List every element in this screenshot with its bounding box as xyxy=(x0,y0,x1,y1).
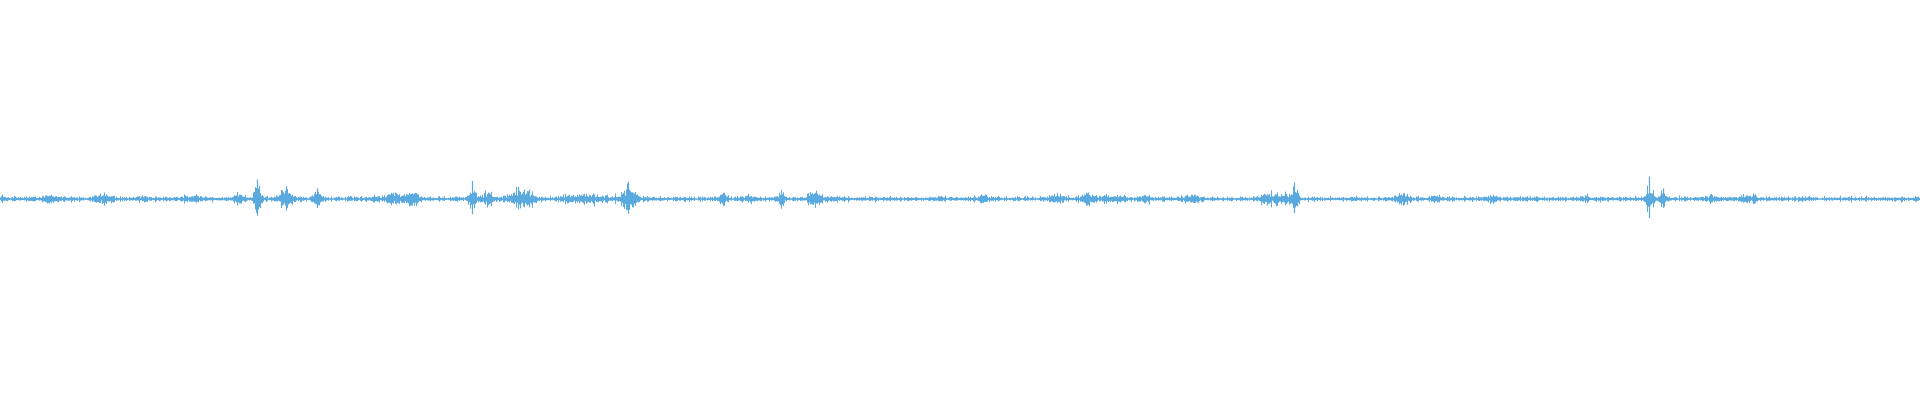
waveform-signal xyxy=(0,179,1920,218)
waveform-samples xyxy=(0,179,1920,218)
